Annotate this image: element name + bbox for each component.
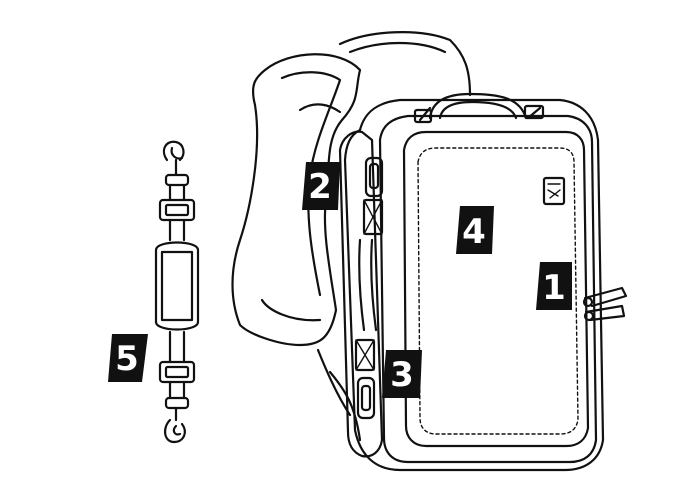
callout-3-background: [382, 350, 422, 398]
callout-1: 1: [536, 262, 572, 310]
shoulder-strap-illustration: [154, 140, 200, 444]
callout-4: 4: [456, 206, 494, 254]
backpack-straps-illustration: [231, 31, 472, 417]
callout-5-label: 5: [115, 339, 139, 379]
callout-4-label: 4: [462, 212, 486, 252]
callout-3-label: 3: [390, 355, 414, 395]
callout-4-background: [456, 206, 494, 254]
callout-2-background: [302, 162, 340, 210]
backpack-body-illustration: [328, 92, 628, 472]
callout-3: 3: [382, 350, 422, 398]
callout-5: 5: [108, 334, 148, 382]
callout-1-label: 1: [542, 268, 566, 308]
callout-5-background: [108, 334, 148, 382]
callout-2: 2: [302, 162, 340, 210]
callout-1-background: [536, 262, 572, 310]
callout-2-label: 2: [308, 167, 332, 207]
